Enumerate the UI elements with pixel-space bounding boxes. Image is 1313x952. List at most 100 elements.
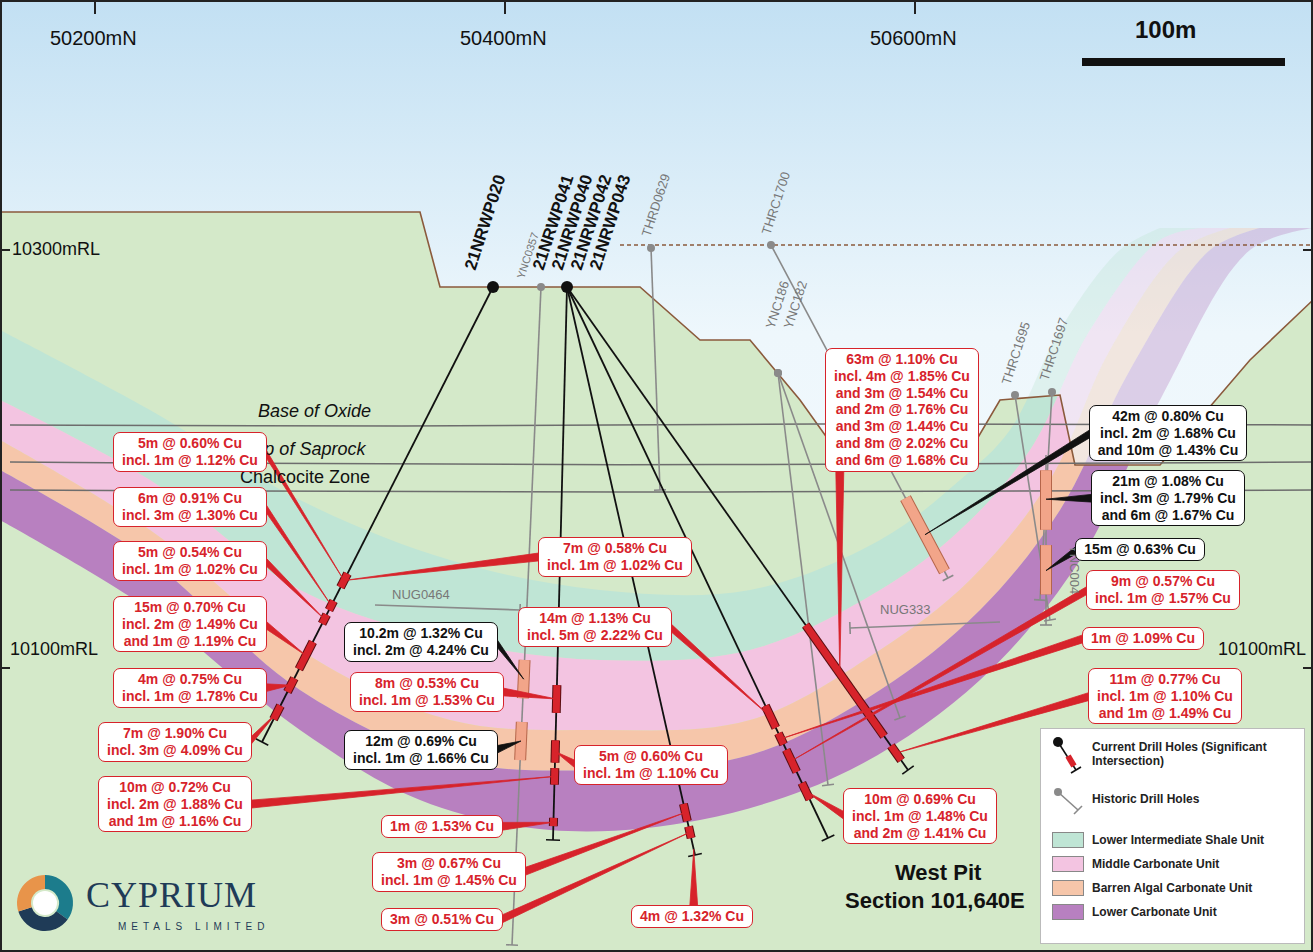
assay-text: incl. 1m @ 1.53% Cu bbox=[359, 692, 495, 709]
assay-text: incl. 1m @ 1.10% Cu bbox=[1097, 688, 1233, 705]
hole-end bbox=[822, 835, 835, 841]
hole-end bbox=[688, 853, 702, 856]
assay-text: 1m @ 1.53% Cu bbox=[390, 818, 494, 835]
hole-name: NUG333 bbox=[880, 603, 931, 616]
legend-symbol bbox=[1053, 737, 1063, 747]
assay-text: and 6m @ 1.68% Cu bbox=[834, 452, 970, 469]
leader-line bbox=[781, 634, 1084, 738]
grid-label: 10300mRL bbox=[12, 240, 100, 258]
hole-end bbox=[849, 622, 851, 634]
assay-text: 15m @ 0.70% Cu bbox=[122, 599, 258, 616]
historic-collar bbox=[537, 283, 545, 291]
assay-text: and 10m @ 1.43% Cu bbox=[1098, 442, 1238, 459]
intersection-callout: 6m @ 0.91% Cuincl. 3m @ 1.30% Cu bbox=[113, 487, 267, 527]
intersection-callout: 63m @ 1.10% Cuincl. 4m @ 1.85% Cuand 3m … bbox=[825, 348, 979, 472]
legend-text: Barren Algal Carbonate Unit bbox=[1092, 881, 1292, 895]
intersection-callout: 15m @ 0.70% Cuincl. 2m @ 1.49% Cuand 1m … bbox=[113, 596, 267, 652]
grid-label: 10100mRL bbox=[10, 640, 98, 658]
assay-text: incl. 1m @ 1.78% Cu bbox=[122, 688, 258, 705]
assay-text: 12m @ 0.69% Cu bbox=[353, 733, 489, 750]
assay-text: incl. 2m @ 1.88% Cu bbox=[107, 796, 243, 813]
hole-end bbox=[256, 739, 268, 745]
legend-text: Lower Carbonate Unit bbox=[1092, 905, 1292, 919]
ground bbox=[0, 212, 1313, 952]
assay-text: 3m @ 0.67% Cu bbox=[381, 855, 517, 872]
intersection-callout: 10m @ 0.69% Cuincl. 1m @ 1.48% Cuand 2m … bbox=[843, 788, 997, 844]
historic-collar bbox=[774, 369, 782, 377]
intersection-bar bbox=[806, 625, 884, 736]
grid-tick bbox=[0, 249, 10, 251]
leader-line bbox=[502, 688, 557, 699]
historic-collar bbox=[1048, 388, 1056, 396]
historic-collar bbox=[1011, 391, 1019, 399]
leader-line bbox=[555, 752, 576, 769]
assay-text: 14m @ 1.13% Cu bbox=[527, 610, 663, 627]
leader-line bbox=[250, 712, 277, 745]
intersection-callout: 21m @ 1.08% Cuincl. 3m @ 1.79% Cuand 6m … bbox=[1091, 470, 1245, 526]
legend-symbol bbox=[1054, 788, 1062, 796]
legend-swatch bbox=[1052, 880, 1084, 896]
legend-swatch bbox=[1052, 904, 1084, 920]
assay-text: 63m @ 1.10% Cu bbox=[834, 351, 970, 368]
leader-line bbox=[265, 503, 331, 606]
intersection-callout: 7m @ 0.58% Cuincl. 1m @ 1.02% Cu bbox=[538, 537, 692, 577]
historic-hole bbox=[1040, 392, 1052, 600]
boundary-label: Base of Oxide bbox=[258, 402, 371, 420]
assay-text: incl. 1m @ 1.48% Cu bbox=[852, 808, 988, 825]
assay-text: incl. 2m @ 1.68% Cu bbox=[1098, 425, 1238, 442]
historic-hole bbox=[778, 373, 828, 785]
historic-collar bbox=[767, 241, 775, 249]
assay-text: incl. 3m @ 1.79% Cu bbox=[1100, 490, 1236, 507]
assay-text: incl. 2m @ 4.24% Cu bbox=[353, 642, 489, 659]
legend-symbol bbox=[1071, 767, 1081, 773]
assay-text: 5m @ 0.60% Cu bbox=[122, 435, 258, 452]
assay-text: 11m @ 0.77% Cu bbox=[1097, 671, 1233, 688]
intersection-outline bbox=[1040, 545, 1052, 594]
assay-text: incl. 1m @ 1.12% Cu bbox=[122, 452, 258, 469]
geological-unit bbox=[0, 228, 1260, 771]
assay-text: and 2m @ 1.76% Cu bbox=[834, 401, 970, 418]
grid-tick bbox=[1303, 667, 1313, 669]
assay-text: and 6m @ 1.67% Cu bbox=[1100, 507, 1236, 524]
intersection-callout: 3m @ 0.51% Cu bbox=[381, 908, 503, 931]
intersection-callout: 1m @ 1.09% Cu bbox=[1082, 627, 1204, 650]
assay-text: and 3m @ 1.44% Cu bbox=[834, 418, 970, 435]
leader-line bbox=[265, 620, 306, 655]
assay-text: incl. 5m @ 2.22% Cu bbox=[527, 627, 663, 644]
legend-symbol bbox=[1074, 806, 1082, 814]
assay-text: incl. 3m @ 4.09% Cu bbox=[107, 742, 243, 759]
leader-line bbox=[806, 791, 845, 820]
assay-text: incl. 1m @ 1.02% Cu bbox=[122, 561, 258, 578]
assay-text: incl. 2m @ 1.49% Cu bbox=[122, 616, 258, 633]
intersection-callout: 14m @ 1.13% Cuincl. 5m @ 2.22% Cu bbox=[518, 607, 672, 647]
geological-unit bbox=[0, 228, 1313, 831]
assay-text: incl. 3m @ 1.30% Cu bbox=[122, 507, 258, 524]
intersection-callout: 3m @ 0.67% Cuincl. 1m @ 1.45% Cu bbox=[372, 852, 526, 892]
legend-symbol bbox=[1058, 792, 1078, 810]
assay-text: 21m @ 1.08% Cu bbox=[1100, 473, 1236, 490]
assay-text: and 3m @ 1.54% Cu bbox=[834, 385, 970, 402]
historic-hole bbox=[1045, 455, 1047, 625]
legend-text: Lower Intermediate Shale Unit bbox=[1092, 833, 1292, 847]
scale-bar bbox=[1082, 58, 1285, 66]
assay-text: and 1m @ 1.49% Cu bbox=[1097, 705, 1233, 722]
intersection-callout: 9m @ 0.57% Cuincl. 1m @ 1.57% Cu bbox=[1086, 570, 1240, 610]
hole-end bbox=[902, 766, 913, 774]
leader-line bbox=[670, 623, 771, 717]
grid-tick bbox=[1303, 249, 1313, 251]
hole-end bbox=[546, 839, 560, 841]
assay-text: 7m @ 1.90% Cu bbox=[107, 725, 243, 742]
intersection-outline bbox=[1040, 470, 1052, 530]
grid-label: 50200mN bbox=[50, 28, 137, 48]
legend-text: Historic Drill Holes bbox=[1092, 792, 1292, 806]
intersection-callout: 42m @ 0.80% Cuincl. 2m @ 1.68% Cuand 10m… bbox=[1089, 405, 1247, 461]
assay-text: incl. 1m @ 1.66% Cu bbox=[353, 750, 489, 767]
assay-text: 1m @ 1.09% Cu bbox=[1091, 630, 1195, 647]
hole-end bbox=[1034, 599, 1046, 601]
assay-text: 9m @ 0.57% Cu bbox=[1095, 573, 1231, 590]
assay-text: 4m @ 0.75% Cu bbox=[122, 671, 258, 688]
intersection-callout: 11m @ 0.77% Cuincl. 1m @ 1.10% Cuand 1m … bbox=[1088, 668, 1242, 724]
assay-text: 7m @ 0.58% Cu bbox=[547, 540, 683, 557]
drill-collar bbox=[561, 281, 573, 293]
